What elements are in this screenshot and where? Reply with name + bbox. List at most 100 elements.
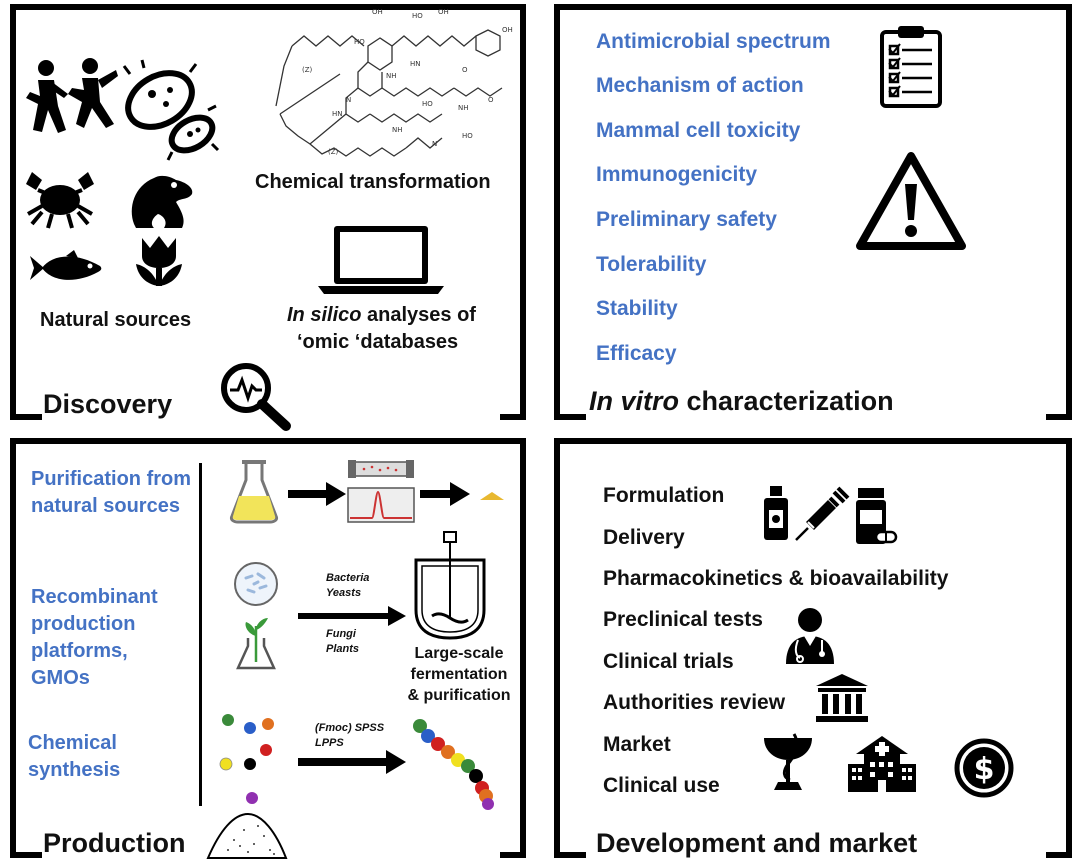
svg-text:NH: NH (458, 104, 469, 112)
laptop-icon (318, 226, 444, 294)
pharmacy-icon (764, 733, 812, 790)
svg-text:N: N (346, 96, 351, 104)
yeasts-label: Yeasts (326, 587, 362, 599)
arrow-icon (298, 750, 406, 774)
peptide-chain-icon (413, 719, 494, 810)
large-scale-line-3: & purification (407, 686, 511, 704)
chemical-transformation-label: Chemical transformation (255, 171, 491, 193)
development-item: Delivery (603, 526, 685, 549)
lpps-label: LPPS (315, 737, 344, 749)
tulip-icon (136, 236, 182, 286)
development-item: Authorities review (603, 691, 786, 714)
doctor-icon (786, 608, 834, 664)
svg-text:HN: HN (332, 110, 343, 118)
svg-text:(Z): (Z) (302, 66, 313, 74)
omic-databases-label: ‘omic ‘databases (297, 331, 459, 353)
svg-text:OH: OH (372, 8, 383, 16)
svg-text:O: O (462, 66, 468, 74)
svg-text:OH: OH (438, 8, 449, 16)
invitro-item: Mammal cell toxicity (596, 119, 801, 142)
svg-text:(Z): (Z) (328, 148, 339, 156)
spss-label: (Fmoc) SPSS (315, 722, 385, 734)
production-panel (10, 438, 526, 858)
magnifier-icon (221, 363, 291, 431)
development-item: Clinical trials (603, 650, 734, 673)
arrow-icon (420, 482, 470, 506)
chemical-synthesis-text: Chemical synthesis (28, 732, 121, 781)
development-title: Development and market (596, 828, 918, 858)
svg-text:HO: HO (462, 132, 473, 140)
invitro-title: In vitro characterization (589, 388, 894, 415)
plants-label: Plants (326, 643, 360, 655)
invitro-item: Stability (596, 297, 678, 320)
invitro-item: Efficacy (596, 342, 677, 365)
invitro-title-italic: In vitro (589, 386, 680, 416)
svg-text:N: N (432, 140, 437, 148)
in-silico-label: In silico analyses of (287, 303, 476, 328)
bottle-icon (764, 486, 788, 540)
development-item: Clinical use (603, 774, 720, 797)
plant-flask-icon (236, 618, 276, 670)
powder-pile-icon (206, 812, 288, 859)
discovery-panel (10, 4, 526, 420)
hospital-icon (848, 736, 916, 792)
crab-icon (26, 172, 94, 229)
svg-text:HO: HO (422, 100, 433, 108)
production-title: Production (43, 828, 186, 858)
production-method-purification: Purification from natural sources (31, 466, 191, 520)
invitro-panel (554, 4, 1072, 420)
svg-text:$: $ (974, 752, 995, 787)
recombinant-text: Recombinant production platforms, GMOs (31, 586, 158, 689)
development-item: Market (603, 733, 671, 756)
people-icon (26, 58, 118, 133)
powder-icon (480, 492, 504, 500)
svg-text:HO: HO (412, 12, 423, 20)
invitro-item: Immunogenicity (596, 163, 758, 186)
svg-text:NH: NH (386, 72, 397, 80)
production-method-recombinant: Recombinant production platforms, GMOs (31, 584, 171, 692)
petri-dish-icon (234, 562, 278, 606)
in-silico-rest: analyses of (361, 304, 476, 326)
large-scale-label: Large-scale fermentation & purification (404, 644, 514, 706)
government-building-icon (816, 674, 868, 722)
frog-icon (131, 175, 193, 228)
svg-text:O: O (488, 96, 494, 104)
invitro-item: Mechanism of action (596, 74, 804, 97)
invitro-title-rest: characterization (679, 386, 894, 416)
large-scale-line-2: fermentation (410, 665, 508, 683)
warning-icon (856, 152, 966, 250)
svg-text:HO: HO (354, 38, 365, 46)
dollar-coin-icon: $ (954, 738, 1014, 798)
production-divider (199, 463, 202, 806)
invitro-item: Antimicrobial spectrum (596, 30, 831, 53)
large-scale-line-1: Large-scale (414, 645, 504, 662)
chromatography-icon (347, 460, 415, 523)
pill-jar-icon (856, 488, 898, 544)
svg-text:OH: OH (502, 26, 513, 34)
development-item: Pharmacokinetics & bioavailability (603, 567, 949, 590)
peptide-structure: OH HO OH OH HO NH HN O N HO NH O HN NH N HO (Z) (Z) (275, 8, 513, 157)
invitro-item: Preliminary safety (596, 208, 777, 231)
development-item: Preclinical tests (603, 608, 763, 631)
arrow-icon (288, 482, 346, 506)
syringe-icon (795, 486, 850, 541)
arrow-icon (298, 606, 406, 626)
bioreactor-icon (414, 531, 486, 640)
purification-text: Purification from natural sources (31, 468, 192, 517)
fungi-label: Fungi (326, 628, 356, 640)
flask-icon (230, 460, 278, 524)
invitro-item: Tolerability (596, 253, 707, 276)
fish-icon (30, 250, 102, 280)
in-silico-italic: In silico (287, 304, 362, 326)
amino-acids-icon (219, 714, 274, 804)
clipboard-icon (880, 26, 942, 108)
natural-sources-label: Natural sources (40, 309, 192, 331)
production-method-chemical: Chemical synthesis (28, 730, 128, 784)
microbes-icon (122, 59, 220, 161)
svg-text:HN: HN (410, 60, 421, 68)
development-panel (554, 438, 1072, 858)
discovery-title: Discovery (43, 389, 173, 419)
svg-text:NH: NH (392, 126, 403, 134)
bacteria-label: Bacteria (326, 572, 370, 584)
development-item: Formulation (603, 484, 725, 507)
